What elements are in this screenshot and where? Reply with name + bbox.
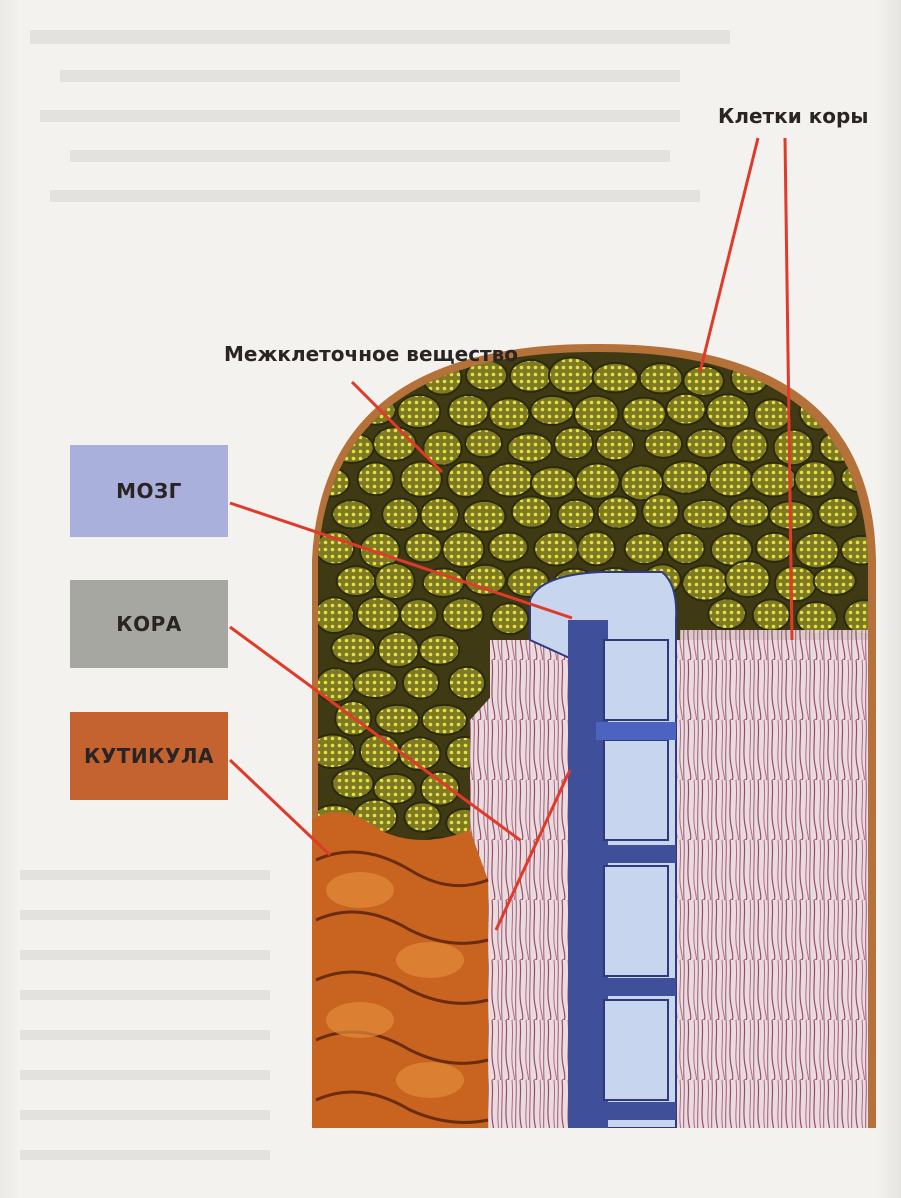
cortex-cell — [642, 494, 679, 528]
cortex-cell — [596, 430, 634, 460]
cuticle-label-box: КУТИКУЛА — [70, 712, 228, 800]
cortex-cell — [512, 496, 551, 527]
cortex-cell — [421, 498, 459, 532]
cortex-cell — [574, 396, 619, 432]
cortex-cell — [796, 602, 837, 634]
cortex-cell — [645, 430, 683, 458]
cortex-cell — [508, 433, 552, 462]
cortex-cell — [378, 632, 419, 667]
cortex-cell — [662, 461, 708, 493]
cortex-cell — [795, 461, 836, 497]
cortex-label: КОРА — [116, 612, 182, 636]
cortex-cell — [382, 499, 418, 530]
cortex-cell — [373, 427, 416, 461]
cortex-cell — [442, 598, 483, 630]
cortex-cell — [312, 395, 356, 428]
cortex-cell — [397, 395, 440, 428]
cortex-cell — [844, 600, 884, 634]
cortex-cell — [360, 734, 400, 768]
cortex-cell — [530, 396, 573, 425]
intercellular-substance-label: Межклеточное вещество — [224, 342, 518, 366]
cortex-cells-label: Клетки коры — [718, 104, 868, 128]
cuticle-label: КУТИКУЛА — [84, 744, 214, 768]
cortex-cell — [332, 769, 373, 799]
cortex-cell — [488, 463, 533, 496]
cortex-cell — [683, 500, 728, 529]
medulla-label-box: МОЗГ — [70, 445, 228, 537]
cortex-cell — [375, 705, 419, 734]
cortex-cell — [357, 597, 400, 631]
cortex-cell — [465, 565, 506, 595]
cortex-cell — [491, 603, 528, 634]
cortex-cell — [465, 429, 502, 457]
cortex-cell — [315, 597, 354, 633]
cortex-cell — [753, 599, 790, 630]
cortex-cell — [353, 669, 397, 698]
cortex-cell — [774, 430, 813, 465]
cortex-cell — [332, 500, 371, 528]
cortex-cell — [682, 566, 728, 601]
cortex-cell — [666, 394, 705, 425]
cortex-cell — [422, 705, 467, 735]
cortex-cell — [622, 398, 665, 431]
cortex-cell — [375, 563, 414, 599]
cortex-cell — [549, 357, 594, 393]
cortex-cell — [706, 394, 749, 428]
cortex-cell — [316, 668, 354, 702]
cortex-cell — [489, 532, 528, 561]
cortex-cell — [400, 599, 437, 630]
cortex-cell — [709, 462, 753, 496]
cuticle-scales — [312, 812, 488, 1128]
cortex-cell — [625, 533, 664, 564]
cortex-cell — [814, 567, 856, 596]
cortex-cell — [463, 501, 505, 532]
cortex-cell — [337, 566, 375, 596]
cortex-cell — [558, 500, 595, 529]
cortex-cell — [756, 533, 793, 562]
cortex-cell — [754, 399, 790, 430]
cortex-cell — [331, 633, 375, 663]
cortex-cell — [640, 363, 683, 393]
cortex-cell — [534, 532, 578, 566]
cortex-label-box: КОРА — [70, 580, 228, 668]
cortex-cell — [447, 462, 484, 497]
cortex-cell — [423, 568, 464, 596]
cortex-cell — [818, 498, 857, 528]
cortex-cell — [729, 498, 769, 526]
cortex-cell — [448, 395, 488, 427]
cortex-cell — [816, 365, 857, 395]
cortex-cell — [489, 398, 530, 430]
cortex-cell — [403, 667, 439, 699]
cortex-cell — [667, 533, 704, 564]
cortex-cell — [554, 427, 593, 459]
cortex-cell — [725, 561, 769, 597]
cortex-cell — [316, 531, 354, 564]
cortex-cell — [404, 802, 440, 831]
cortex-cell — [578, 532, 615, 566]
cortex-cell — [405, 533, 442, 563]
cortex-cell — [731, 428, 767, 462]
cortex-cell — [421, 772, 459, 806]
cortex-cell — [419, 635, 459, 665]
cortex-cell — [795, 533, 839, 568]
hair-cross-section — [310, 340, 884, 1140]
leader-cells-1 — [700, 138, 758, 372]
cortex-cell — [840, 398, 882, 430]
cortex-cell — [576, 464, 620, 499]
cortex-cell — [335, 363, 372, 393]
cortex-cell — [593, 363, 639, 393]
cortex-cell — [597, 496, 637, 528]
cortex-cell — [775, 566, 817, 601]
cortex-cell — [683, 366, 723, 396]
cortex-cell — [708, 599, 745, 630]
medulla-label: МОЗГ — [116, 479, 182, 503]
cortex-cell — [442, 531, 484, 567]
cortex-cell — [449, 667, 485, 699]
cortex-cell — [358, 462, 394, 495]
cortex-cell — [531, 467, 576, 498]
cortex-cell — [686, 429, 726, 458]
